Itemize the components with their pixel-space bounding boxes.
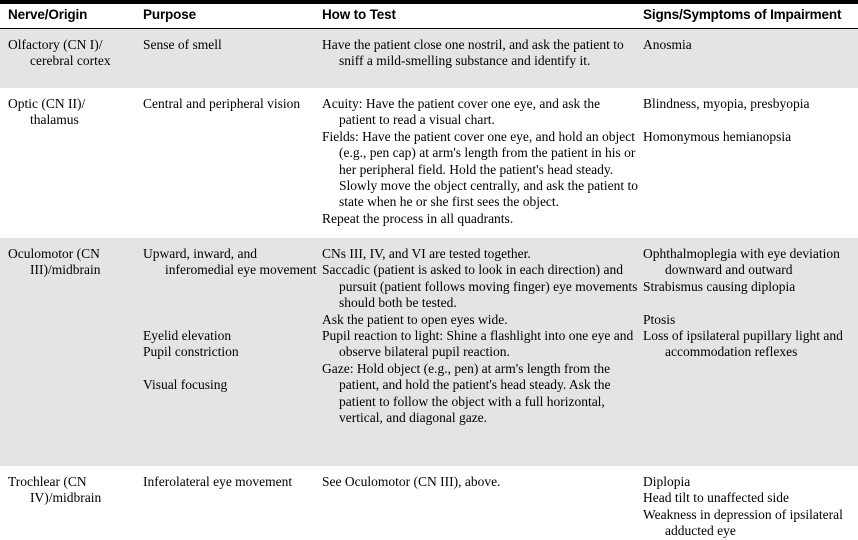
nerve-line: IV)/midbrain <box>30 490 102 506</box>
column-header-signs-symptoms: Signs/Symptoms of Impairment <box>643 7 842 22</box>
nerve-line: thalamus <box>30 112 79 128</box>
cell-signs-symptoms: Diplopia Head tilt to unaffected side We… <box>643 466 851 540</box>
test-step: Acuity: Have the patient cover one eye, … <box>322 96 601 128</box>
nerve-line: Optic (CN II)/ <box>8 96 86 111</box>
purpose-item: Visual focusing <box>143 377 228 393</box>
sign-item: Blindness, myopia, presbyopia <box>643 96 810 111</box>
cell-signs-symptoms: Blindness, myopia, presbyopia Homonymous… <box>643 88 851 145</box>
column-header-how-to-test: How to Test <box>322 7 396 22</box>
sign-item: Ptosis <box>643 311 676 327</box>
sign-item: Strabismus causing diplopia <box>643 278 796 294</box>
test-step: Fields: Have the patient cover one eye, … <box>322 128 639 210</box>
sign-item: Homonymous hemianopsia <box>643 128 792 144</box>
cell-nerve-origin: Olfactory (CN I)/cerebral cortex <box>8 29 140 70</box>
sign-item: Ophthalmoplegia with eye deviation downw… <box>643 246 840 278</box>
table-row: Olfactory (CN I)/cerebral cortex Sense o… <box>0 29 858 88</box>
cell-how-to-test: Have the patient close one nostril, and … <box>322 29 640 70</box>
purpose-item: Upward, inward, and inferomedial eye mov… <box>143 246 317 278</box>
sign-item: Loss of ipsilateral pupillary light and … <box>643 328 843 360</box>
purpose-item: Sense of smell <box>143 37 222 52</box>
table-top-rule <box>0 0 858 4</box>
test-step: Ask the patient to open eyes wide. <box>322 311 508 327</box>
nerve-line: Olfactory (CN I)/ <box>8 37 103 52</box>
sign-item: Head tilt to unaffected side <box>643 490 789 506</box>
cell-purpose: Upward, inward, and inferomedial eye mov… <box>143 238 319 393</box>
test-step: Saccadic (patient is asked to look in ea… <box>322 262 638 311</box>
cell-how-to-test: See Oculomotor (CN III), above. <box>322 466 640 490</box>
cell-how-to-test: Acuity: Have the patient cover one eye, … <box>322 88 640 227</box>
nerve-line: III)/midbrain <box>30 262 101 278</box>
cell-signs-symptoms: Anosmia <box>643 29 851 53</box>
cell-purpose: Inferolateral eye movement <box>143 466 319 490</box>
nerve-line: Trochlear (CN <box>8 474 87 489</box>
table-header-row: Nerve/Origin Purpose How to Test Signs/S… <box>0 4 858 28</box>
nerve-line: cerebral cortex <box>30 53 111 69</box>
purpose-item: Central and peripheral vision <box>143 96 301 111</box>
table-row: Optic (CN II)/thalamus Central and perip… <box>0 88 858 238</box>
test-step: Have the patient close one nostril, and … <box>322 37 624 69</box>
purpose-item: Pupil constriction <box>143 344 239 360</box>
sign-item: Weakness in depression of ipsilateral ad… <box>643 506 843 539</box>
cell-signs-symptoms: Ophthalmoplegia with eye deviation downw… <box>643 238 851 361</box>
nerve-line: Oculomotor (CN <box>8 246 100 261</box>
cell-purpose: Central and peripheral vision <box>143 88 319 112</box>
cell-purpose: Sense of smell <box>143 29 319 53</box>
test-step: Gaze: Hold object (e.g., pen) at arm's l… <box>322 360 611 426</box>
test-step: Pupil reaction to light: Shine a flashli… <box>322 328 634 360</box>
sign-item: Diplopia <box>643 474 691 489</box>
test-step: CNs III, IV, and VI are tested together. <box>322 246 531 261</box>
column-header-purpose: Purpose <box>143 7 196 22</box>
test-step: See Oculomotor (CN III), above. <box>322 474 501 489</box>
table-header-rule <box>0 28 858 29</box>
column-header-nerve-origin: Nerve/Origin <box>8 7 88 22</box>
purpose-item: Eyelid elevation <box>143 327 232 343</box>
purpose-item: Inferolateral eye movement <box>143 474 293 489</box>
test-step: Repeat the process in all quadrants. <box>322 210 514 226</box>
sign-item: Anosmia <box>643 37 692 52</box>
cell-how-to-test: CNs III, IV, and VI are tested together.… <box>322 238 640 426</box>
cell-nerve-origin: Optic (CN II)/thalamus <box>8 88 140 129</box>
